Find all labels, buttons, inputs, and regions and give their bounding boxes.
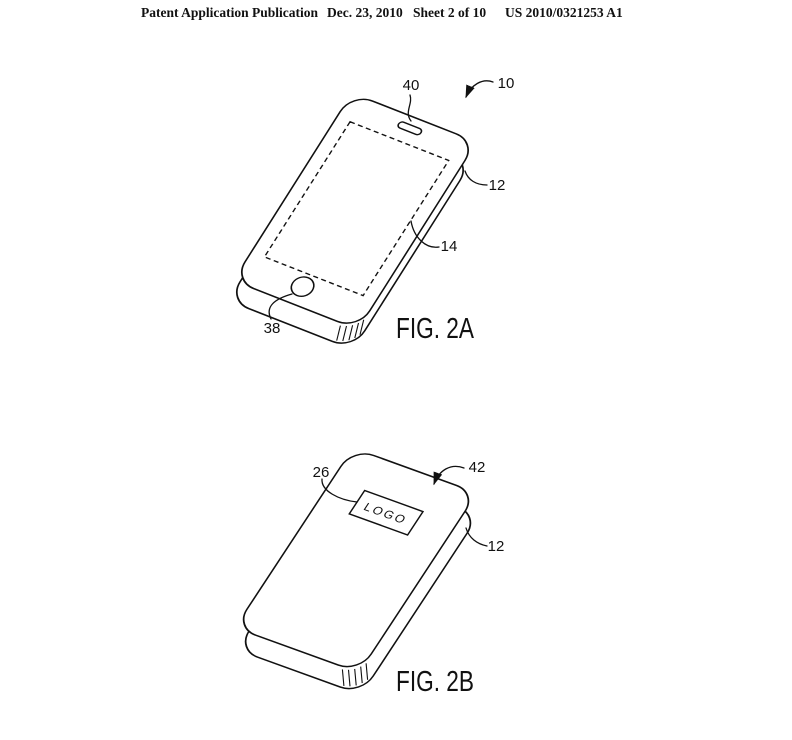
figure-2b: LOGO 26 42 12 FIG. 2B: [242, 453, 505, 698]
leader-line-40: [407, 94, 412, 122]
sheet-number: Sheet 2 of 10: [413, 5, 487, 20]
ref-label-38: 38: [264, 320, 281, 337]
leader-line-12a: [464, 170, 488, 186]
fig2b-corner-hatching: [341, 663, 369, 687]
leader-line-14: [410, 220, 440, 248]
ref-label-26: 26: [313, 464, 330, 481]
arrow-42: [433, 465, 465, 486]
ref-label-42: 42: [469, 459, 486, 476]
document-number: US 2010/0321253 A1: [505, 5, 623, 20]
ref-label-12a: 12: [489, 177, 506, 194]
ref-label-40: 40: [403, 77, 420, 94]
ref-label-14: 14: [441, 238, 458, 255]
fig2a-caption: FIG. 2A: [396, 313, 475, 345]
figure-2a: 40 10 12 14 38 FIG. 2A: [235, 75, 515, 345]
speaker-slot: [397, 121, 423, 136]
publication-date: Dec. 23, 2010: [327, 5, 403, 20]
leader-line-12b: [465, 527, 488, 547]
leader-line-26: [321, 478, 358, 503]
fig2b-caption: FIG. 2B: [396, 666, 474, 698]
fig2a-corner-hatching: [336, 319, 365, 342]
publication-title: Patent Application Publication: [141, 5, 319, 20]
display-area-dashed-outline: [263, 120, 450, 297]
home-button: [290, 276, 315, 297]
ref-label-12b: 12: [488, 538, 505, 555]
ref-label-10: 10: [498, 75, 515, 92]
arrow-10: [465, 80, 494, 99]
patent-header: Patent Application Publication Dec. 23, …: [0, 0, 792, 26]
leader-line-38: [268, 293, 293, 320]
